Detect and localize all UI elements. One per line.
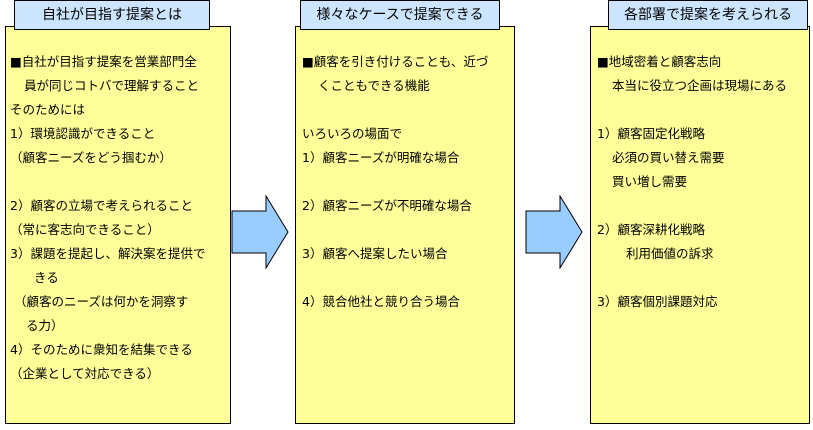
text-line: きる <box>34 270 59 285</box>
text-line: 1）環境認識ができること <box>10 126 156 141</box>
text-line: ■顧客を引き付けることも、近づ <box>302 54 489 69</box>
text-line: そのためには <box>10 102 86 117</box>
text-line: 1）顧客固定化戦略 <box>597 126 705 141</box>
text-line: 必須の買い替え需要 <box>612 150 725 165</box>
text-line: 4）競合他社と競り合う場合 <box>302 294 460 309</box>
text-line: 2）顧客の立場で考えられること <box>10 198 193 213</box>
text-line: 1）顧客ニーズが明確な場合 <box>302 150 460 165</box>
text-line: 3）顧客個別課題対応 <box>597 294 718 309</box>
text-line: 4）そのために衆知を結集できる <box>10 342 193 357</box>
text-line: 員が同じコトバで理解すること <box>24 78 200 93</box>
text-line: 買い増し需要 <box>612 174 688 189</box>
panel-title-each-department: 各部署で提案を考えられる <box>608 0 808 30</box>
text-line: 利用価値の訴求 <box>626 246 714 261</box>
panel-various-cases <box>295 26 515 424</box>
text-line: （顧客のニーズは何かを洞察す <box>14 294 189 309</box>
panel-title-own-proposal: 自社が目指す提案とは <box>14 0 210 30</box>
right-arrow-icon <box>525 195 583 269</box>
right-arrow-icon <box>231 195 289 269</box>
text-line: 2）顧客深耕化戦略 <box>597 222 705 237</box>
text-line: ■自社が目指す提案を営業部門全 <box>10 54 197 69</box>
text-line: （顧客ニーズをどう掴むか） <box>10 150 172 165</box>
text-line: 3）課題を提起し、解決案を提供で <box>10 246 206 261</box>
panel-each-department <box>590 26 810 424</box>
text-line: る力） <box>26 318 64 333</box>
panel-own-proposal <box>5 26 231 424</box>
text-line: ■地域密着と顧客志向 <box>597 54 722 69</box>
text-line: 3）顧客へ提案したい場合 <box>302 246 448 261</box>
text-line: くこともできる機能 <box>318 78 430 93</box>
panel-title-various-cases: 様々なケースで提案できる <box>300 0 500 30</box>
text-line: 本当に役立つ企画は現場にある <box>612 78 788 93</box>
text-line: いろいろの場面で <box>302 126 403 141</box>
text-line: （常に客志向できること） <box>10 222 160 237</box>
text-line: 2）顧客ニーズが不明確な場合 <box>302 198 472 213</box>
text-line: （企業として対応できる） <box>10 366 160 381</box>
